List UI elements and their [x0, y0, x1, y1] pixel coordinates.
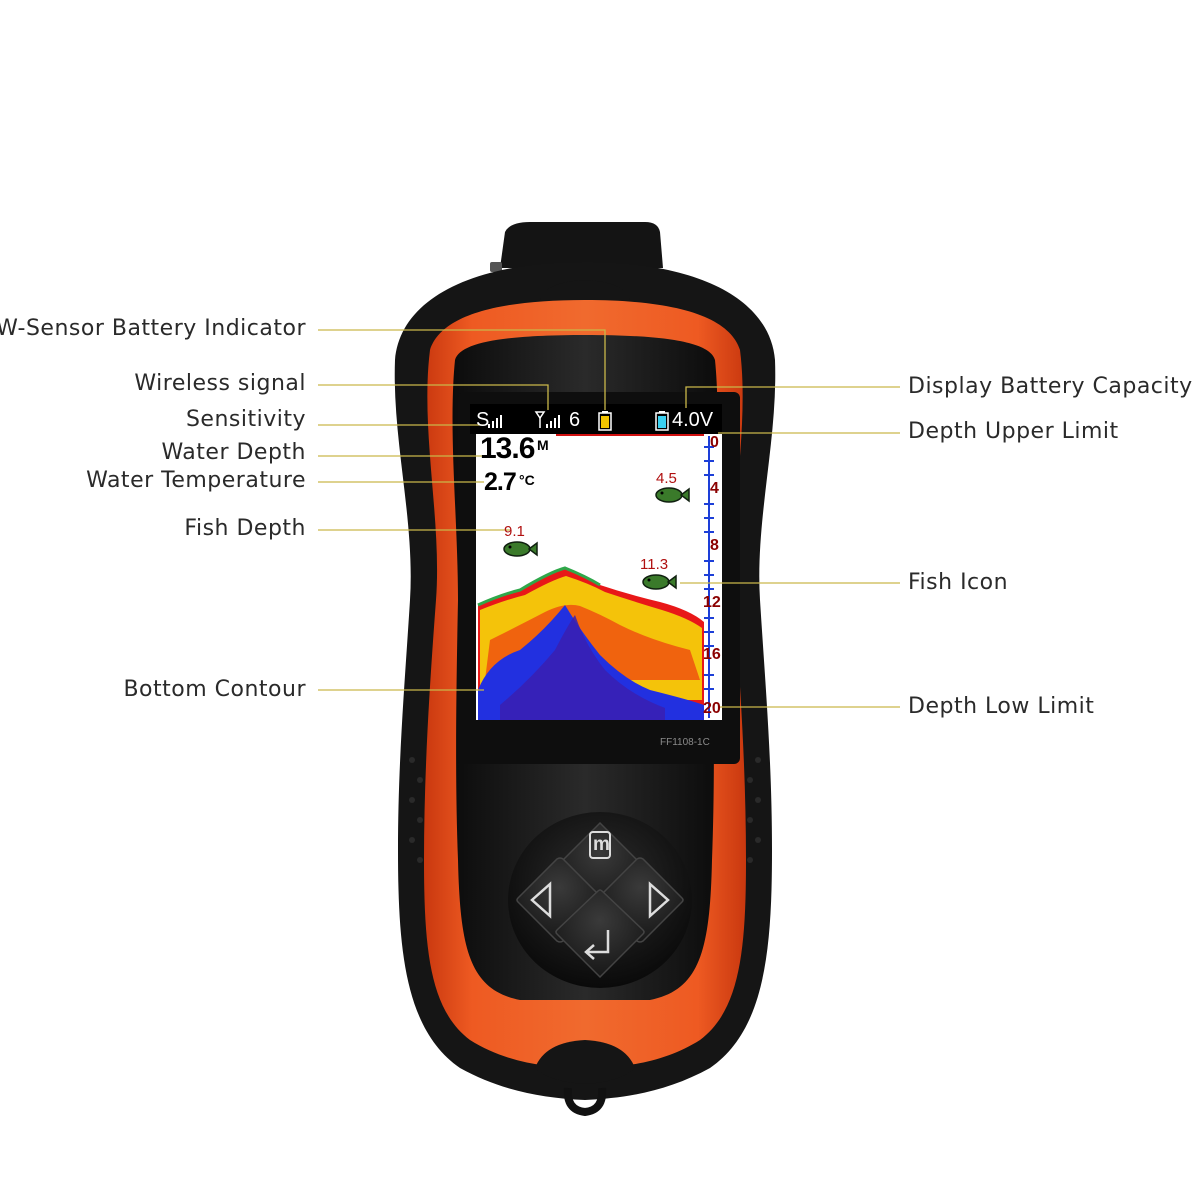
water-temp-unit: °C	[519, 472, 535, 488]
water-temp-value: 2.7	[484, 468, 517, 496]
label-sensitivity: Sensitivity	[185, 407, 306, 432]
label-depth-low-limit: Depth Low Limit	[908, 694, 1095, 719]
label-fish-icon: Fish Icon	[908, 570, 1009, 595]
label-bottom-contour: Bottom Contour	[123, 677, 306, 702]
label-fish-depth: Fish Depth	[184, 516, 306, 541]
label-water-temperature: Water Temperature	[86, 468, 306, 493]
fish-depth-3: 11.3	[640, 556, 669, 573]
label-w-sensor-battery: W-Sensor Battery Indicator	[0, 316, 306, 341]
depth-tick-4: 4	[710, 480, 719, 497]
fish-icon-1	[655, 487, 690, 503]
model-number: FF1108-1C	[660, 737, 710, 748]
display-battery-icon	[655, 411, 669, 431]
label-depth-upper-limit: Depth Upper Limit	[908, 419, 1119, 444]
depth-tick-12: 12	[703, 594, 721, 611]
depth-tick-0: 0	[710, 434, 719, 451]
enter-button[interactable]	[555, 889, 645, 979]
fish-icon-3	[642, 574, 677, 590]
depth-tick-20: 20	[703, 700, 721, 717]
battery-voltage: 4.0V	[672, 409, 714, 431]
label-water-depth: Water Depth	[161, 440, 306, 465]
sensitivity-bars-icon	[488, 415, 502, 428]
antenna-icon	[534, 411, 546, 428]
signal-number: 6	[569, 409, 581, 431]
top-clip	[500, 222, 663, 268]
fish-depth-1: 4.5	[656, 470, 677, 487]
depth-tick-16: 16	[703, 646, 721, 663]
label-display-battery: Display Battery Capacity	[908, 374, 1193, 399]
sensitivity-letter: S	[476, 409, 490, 431]
water-depth-value: 13.6	[480, 432, 535, 465]
label-wireless-signal: Wireless signal	[134, 371, 306, 396]
depth-tick-8: 8	[710, 537, 719, 554]
w-sensor-battery-icon	[598, 411, 612, 431]
wireless-signal-bars-icon	[546, 415, 560, 428]
menu-button-label: m	[593, 834, 610, 855]
fish-icon-2	[503, 541, 538, 557]
water-depth-unit: M	[537, 437, 549, 453]
fish-depth-2: 9.1	[504, 523, 525, 540]
